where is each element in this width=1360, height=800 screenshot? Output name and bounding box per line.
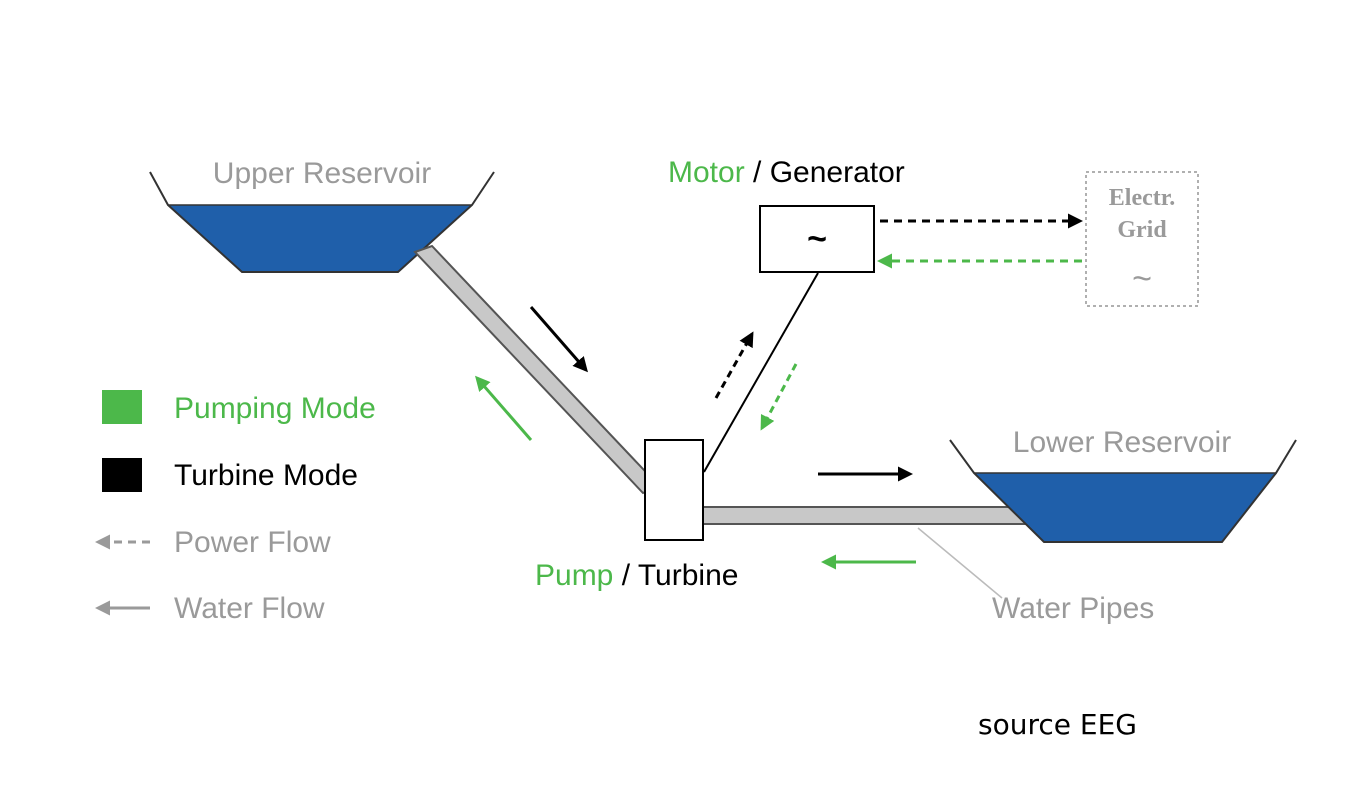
grid-label-line2: Grid	[1117, 217, 1167, 243]
pump-label: Pump	[535, 559, 613, 592]
legend: Pumping Mode Turbine Mode Power Flow Wat…	[95, 390, 376, 625]
lower-reservoir-water	[974, 473, 1276, 542]
upper-reservoir-basin	[149, 171, 495, 273]
water-flow-label: Water Flow	[174, 592, 325, 625]
grid-label-line1: Electr.	[1109, 185, 1175, 211]
motor-generator-box	[759, 205, 875, 273]
pumping-mode-label: Pumping Mode	[174, 392, 376, 425]
pumping-mode-swatch	[102, 390, 142, 424]
water-flow-up-arrow	[475, 375, 533, 441]
power-flow-up-shaft-arrow	[714, 331, 754, 399]
pump-turbine-box	[644, 439, 704, 541]
turbine-mode-label: Turbine Mode	[174, 459, 358, 492]
shaft-line	[703, 272, 819, 473]
upper-reservoir-water	[168, 205, 472, 272]
water-flow-down-arrow	[529, 306, 588, 373]
generator-label: Generator	[770, 156, 905, 189]
diagonal-water-pipe	[413, 244, 662, 495]
pump-turbine-label: Pump / Turbine	[535, 559, 738, 592]
upper-reservoir-label: Upper Reservoir	[213, 157, 431, 190]
grid-symbol: ~	[1132, 260, 1152, 298]
electrical-grid-box	[1085, 171, 1199, 307]
power-flow-label: Power Flow	[174, 526, 331, 559]
water-pipes-label: Water Pipes	[992, 592, 1154, 625]
source-caption: source EEG	[978, 708, 1137, 741]
turbine-label: Turbine	[638, 559, 739, 592]
turbine-mode-swatch	[102, 458, 142, 492]
horizontal-water-pipe	[699, 506, 1036, 525]
power-flow-down-shaft-arrow	[760, 363, 798, 431]
pump-turbine-separator: /	[613, 559, 637, 592]
upper-reservoir	[149, 171, 495, 273]
motor-generator-separator: /	[745, 156, 770, 189]
lower-reservoir	[949, 439, 1297, 543]
water-pipes-leader-line	[917, 527, 1003, 599]
motor-label: Motor	[668, 156, 745, 189]
generator-symbol: ~	[807, 220, 827, 258]
lower-reservoir-basin	[949, 439, 1297, 543]
motor-generator-label: Motor / Generator	[668, 156, 905, 189]
lower-reservoir-label: Lower Reservoir	[1013, 426, 1231, 459]
